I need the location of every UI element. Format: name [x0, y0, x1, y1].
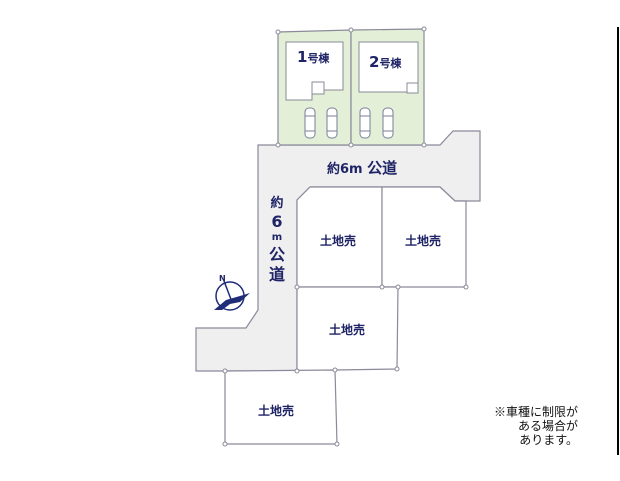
divider-line	[617, 27, 619, 455]
house-1-suffix: 号棟	[307, 52, 330, 65]
road-v-char: 道	[268, 264, 285, 284]
road-vertical-label: 約 6 m 公 道	[266, 196, 288, 285]
land-lot-1-label: 土地売	[320, 234, 357, 248]
house-2-unit	[406, 82, 419, 94]
compass-icon	[214, 280, 250, 311]
compass-north-label: N	[219, 274, 226, 283]
boundary-markers	[222, 26, 469, 447]
road-v-char: 公	[268, 244, 285, 264]
land-lot-2-label: 土地売	[405, 234, 442, 248]
vehicle-restriction-note: ※車種に制限が ある場合が あります。	[494, 405, 578, 447]
note-line: ※車種に制限が	[493, 405, 578, 419]
house-1-label: 1号棟	[297, 48, 329, 66]
house-1-number: 1	[297, 48, 308, 66]
car-icon	[304, 107, 394, 139]
note-line: ある場合が	[517, 419, 578, 433]
land-lot-3-label: 土地売	[329, 323, 366, 337]
note-line: あります。	[519, 433, 578, 447]
house-2-suffix: 号棟	[379, 57, 402, 70]
road-v-char: 6	[271, 212, 283, 232]
road-v-char: 約	[270, 196, 284, 211]
road-v-char: m	[271, 232, 283, 244]
road-h-width: 約6m	[327, 162, 363, 177]
road-horizontal-label: 約6m 公道	[327, 157, 397, 178]
house-1-unit	[311, 81, 325, 95]
road-h-type: 公道	[367, 159, 398, 177]
house-2-number: 2	[369, 53, 380, 71]
house-2-label: 2号棟	[369, 53, 401, 71]
land-lot-4-label: 土地売	[258, 404, 295, 418]
